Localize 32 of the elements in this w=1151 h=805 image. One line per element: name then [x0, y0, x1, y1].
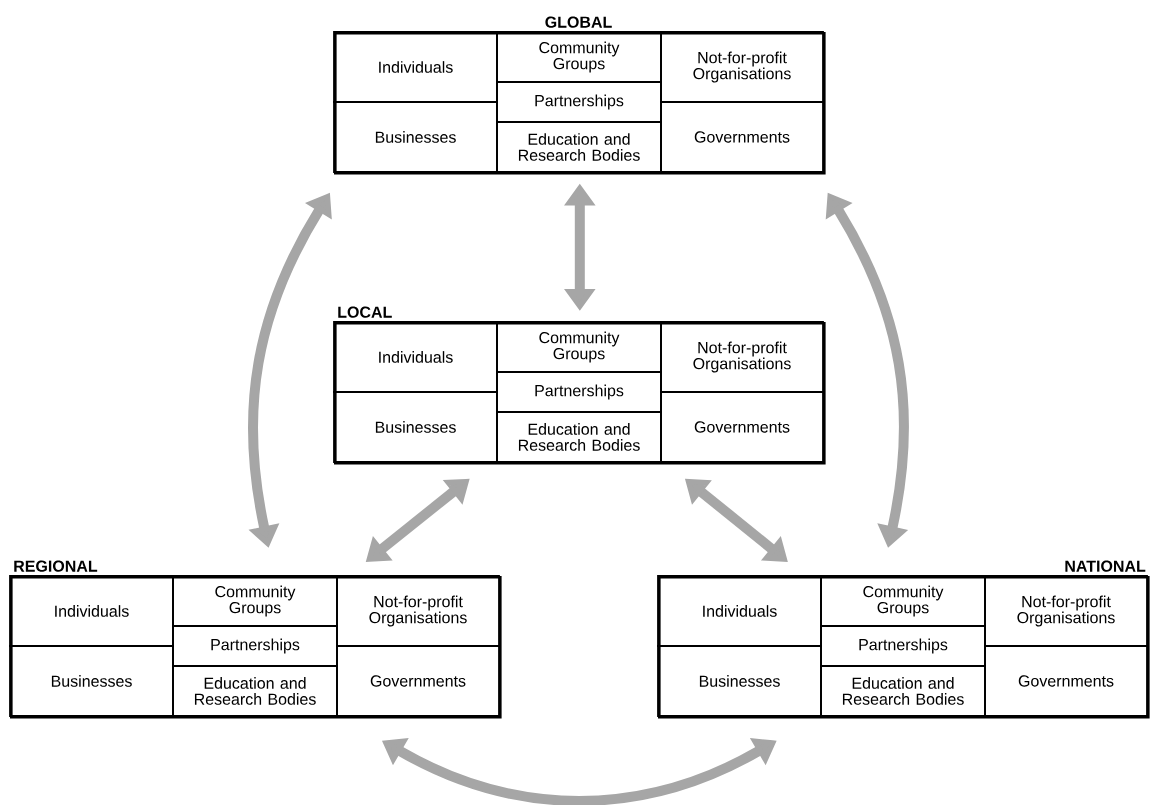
- category-cell: Businesses: [333, 391, 498, 463]
- category-cell: Not-for-profit Organisations: [660, 31, 824, 103]
- category-cell: Businesses: [9, 645, 174, 717]
- category-cell: Individuals: [657, 575, 822, 647]
- category-cell: Partnerships: [820, 625, 986, 667]
- category-cell: Businesses: [657, 645, 822, 717]
- node-label: NATIONAL: [1065, 560, 1146, 572]
- node-label: LOCAL: [338, 306, 392, 318]
- category-cell: Community Groups: [496, 31, 662, 83]
- category-cell: Individuals: [9, 575, 174, 647]
- node-label: REGIONAL: [14, 560, 98, 572]
- category-cell: Education and Research Bodies: [820, 665, 986, 717]
- category-cell: Partnerships: [172, 625, 338, 667]
- category-cell: Individuals: [333, 31, 498, 103]
- category-cell: Not-for-profit Organisations: [660, 321, 824, 393]
- category-cell: Governments: [660, 391, 824, 463]
- category-cell: Community Groups: [820, 575, 986, 627]
- category-cell: Education and Research Bodies: [496, 411, 662, 463]
- category-cell: Education and Research Bodies: [172, 665, 338, 717]
- category-cell: Not-for-profit Organisations: [984, 575, 1148, 647]
- category-cell: Not-for-profit Organisations: [336, 575, 500, 647]
- node-label: GLOBAL: [545, 16, 612, 28]
- category-cell: Governments: [660, 101, 824, 173]
- category-cell: Partnerships: [496, 81, 662, 123]
- category-cell: Individuals: [333, 321, 498, 393]
- category-cell: Community Groups: [172, 575, 338, 627]
- category-cell: Community Groups: [496, 321, 662, 373]
- category-cell: Governments: [336, 645, 500, 717]
- category-cell: Education and Research Bodies: [496, 121, 662, 173]
- category-cell: Governments: [984, 645, 1148, 717]
- category-cell: Businesses: [333, 101, 498, 173]
- category-cell: Partnerships: [496, 371, 662, 413]
